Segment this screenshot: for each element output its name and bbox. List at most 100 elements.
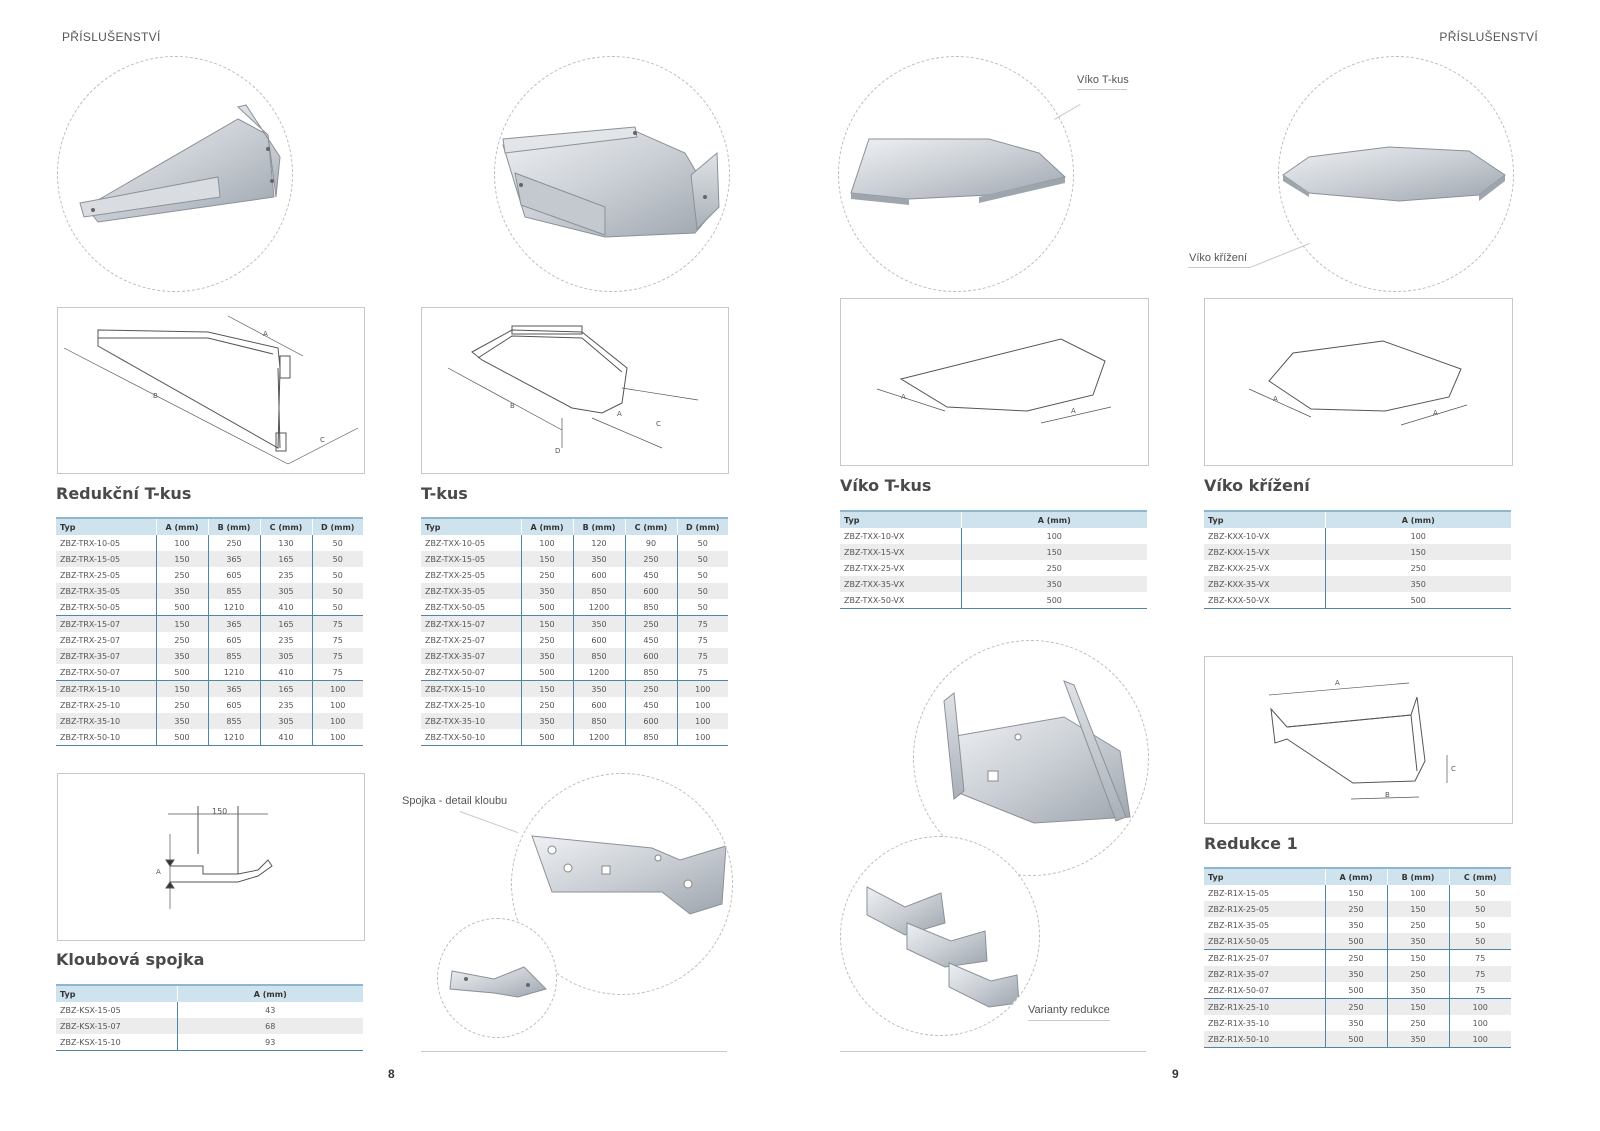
column-header: Typ bbox=[1204, 867, 1325, 885]
value-cell: 305 bbox=[259, 583, 312, 599]
value-cell: 75 bbox=[311, 615, 363, 632]
drawing-redukcni-tkus: B A C bbox=[57, 307, 365, 474]
value-cell: 350 bbox=[520, 583, 573, 599]
drawing-redukce1: A B C bbox=[1204, 656, 1513, 824]
value-cell: 350 bbox=[520, 648, 573, 664]
type-cell: ZBZ-TXX-15-10 bbox=[421, 680, 521, 697]
value-cell: 605 bbox=[207, 632, 260, 648]
value-cell: 1200 bbox=[572, 664, 625, 681]
label-a: A bbox=[1335, 679, 1340, 687]
value-cell: 1200 bbox=[572, 599, 625, 616]
value-cell: 350 bbox=[1324, 1015, 1387, 1031]
value-cell: 100 bbox=[311, 729, 363, 746]
value-cell: 365 bbox=[207, 615, 260, 632]
value-cell: 600 bbox=[624, 583, 677, 599]
type-cell: ZBZ-TRX-50-10 bbox=[56, 729, 156, 746]
column-header: D (mm) bbox=[311, 517, 363, 535]
value-cell: 100 bbox=[311, 713, 363, 729]
value-cell: 250 bbox=[1386, 966, 1449, 982]
value-cell: 850 bbox=[572, 713, 625, 729]
title-viko-krizeni: Víko křížení bbox=[1204, 476, 1310, 495]
type-cell: ZBZ-R1X-25-05 bbox=[1204, 901, 1325, 917]
column-header: A (mm) bbox=[1324, 510, 1511, 528]
value-cell: 75 bbox=[311, 648, 363, 664]
value-cell: 350 bbox=[1386, 982, 1449, 999]
value-cell: 350 bbox=[155, 583, 208, 599]
column-header: Typ bbox=[56, 984, 177, 1002]
divider bbox=[421, 1051, 727, 1052]
column-header: D (mm) bbox=[676, 517, 728, 535]
value-cell: 150 bbox=[155, 615, 208, 632]
value-cell: 250 bbox=[520, 697, 573, 713]
value-cell: 855 bbox=[207, 713, 260, 729]
value-cell: 100 bbox=[1386, 885, 1449, 901]
column-header: B (mm) bbox=[572, 517, 625, 535]
column-header: Typ bbox=[840, 510, 961, 528]
value-cell: 500 bbox=[1324, 982, 1387, 999]
value-cell: 250 bbox=[624, 615, 677, 632]
type-cell: ZBZ-TXX-35-05 bbox=[421, 583, 521, 599]
value-cell: 50 bbox=[311, 583, 363, 599]
title-redukce1: Redukce 1 bbox=[1204, 834, 1298, 853]
title-redukcni-tkus: Redukční T-kus bbox=[56, 484, 192, 503]
type-cell: ZBZ-KSX-15-05 bbox=[60, 1005, 121, 1015]
title-tkus: T-kus bbox=[421, 484, 468, 503]
value-cell: 50 bbox=[311, 567, 363, 583]
drawing-viko-tkus: A A bbox=[840, 298, 1149, 466]
page-number-left: 8 bbox=[388, 1067, 395, 1081]
type-cell: ZBZ-TXX-50-05 bbox=[425, 602, 486, 612]
type-cell: ZBZ-KXX-10-VX bbox=[1208, 531, 1270, 541]
type-cell: ZBZ-TXX-50-10 bbox=[421, 729, 521, 746]
value-cell: 235 bbox=[259, 567, 312, 583]
value-cell: 450 bbox=[624, 697, 677, 713]
type-cell: ZBZ-R1X-35-07 bbox=[1204, 966, 1325, 982]
column-header: C (mm) bbox=[624, 517, 677, 535]
column-header: Typ bbox=[421, 517, 521, 535]
column-header: C (mm) bbox=[259, 517, 312, 535]
value-cell: 250 bbox=[207, 535, 260, 551]
value-cell: 75 bbox=[311, 664, 363, 681]
label-c: C bbox=[1451, 765, 1456, 773]
value-cell: 305 bbox=[259, 713, 312, 729]
type-cell: ZBZ-R1X-35-10 bbox=[1208, 1018, 1270, 1028]
divider bbox=[840, 1051, 1146, 1052]
value-cell: 250 bbox=[1324, 949, 1387, 966]
value-cell: 150 bbox=[520, 680, 573, 697]
drawing-viko-krizeni: A A bbox=[1204, 298, 1513, 466]
value-cell: 100 bbox=[1448, 998, 1511, 1015]
callout-leader-line bbox=[1054, 104, 1081, 120]
label-a: A bbox=[617, 410, 622, 418]
type-cell: ZBZ-R1X-15-05 bbox=[1208, 888, 1270, 898]
callout-underline bbox=[1028, 1020, 1110, 1021]
value-cell: 50 bbox=[311, 535, 363, 551]
value-cell: 350 bbox=[572, 551, 625, 567]
value-cell: 850 bbox=[624, 599, 677, 616]
value-cell: 500 bbox=[155, 599, 208, 616]
value-cell: 130 bbox=[259, 535, 312, 551]
label-a: A bbox=[901, 393, 906, 401]
value-cell: 75 bbox=[676, 632, 728, 648]
value-cell: 600 bbox=[572, 567, 625, 583]
value-cell: 500 bbox=[520, 729, 573, 746]
value-cell: 100 bbox=[1324, 528, 1511, 544]
value-cell: 850 bbox=[572, 648, 625, 664]
type-cell: ZBZ-TRX-15-10 bbox=[56, 680, 156, 697]
title-viko-tkus: Víko T-kus bbox=[840, 476, 932, 495]
value-cell: 100 bbox=[1448, 1015, 1511, 1031]
photo-viko-tkus bbox=[838, 56, 1074, 292]
value-cell: 75 bbox=[1448, 966, 1511, 982]
type-cell: ZBZ-TXX-50-07 bbox=[425, 667, 486, 677]
